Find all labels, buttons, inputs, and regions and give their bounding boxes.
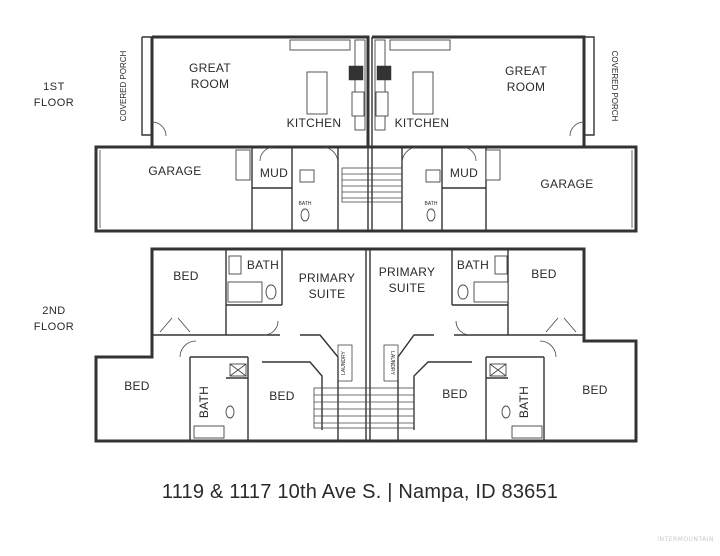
primary-suite-label-right-1: PRIMARY <box>379 265 436 279</box>
kitchen-label-left: KITCHEN <box>287 116 342 130</box>
first-floor-label-line2: FLOOR <box>34 97 74 109</box>
great-room-label-left-1: GREAT <box>189 61 231 75</box>
primary-suite-label-right-2: SUITE <box>389 281 426 295</box>
mud-bench <box>235 149 251 181</box>
tub-icon <box>227 281 263 303</box>
bath-label-1f-left: BATH <box>299 201 312 207</box>
bed-label-2f-right-center: BED <box>442 387 468 401</box>
second-floor-plan: 2ND FLOOR LAUNDRY LAUN <box>34 247 638 443</box>
sink-icon <box>228 255 242 275</box>
first-floor-label-line1: 1ST <box>43 81 65 93</box>
mud-label-right: MUD <box>450 166 478 180</box>
bath-label-2f-left-lower: BATH <box>197 386 211 418</box>
first-floor-stairs <box>341 167 403 203</box>
bed-label-2f-right-top: BED <box>531 267 557 281</box>
great-room-label-right-2: ROOM <box>507 80 546 94</box>
great-room-label-right-1: GREAT <box>505 64 547 78</box>
range-icon <box>348 65 364 81</box>
great-room-label-left-2: ROOM <box>191 77 230 91</box>
bath-label-2f-left-top: BATH <box>247 258 279 272</box>
bath-label-2f-right-top: BATH <box>457 258 489 272</box>
laundry-closet-left <box>337 344 353 382</box>
laundry-label-left: LAUNDRY <box>341 350 347 374</box>
laundry-label-right: LAUNDRY <box>389 351 395 375</box>
kitchen-label-right: KITCHEN <box>395 116 450 130</box>
fridge-icon <box>351 91 365 117</box>
covered-porch-label-right: COVERED PORCH <box>610 51 619 122</box>
first-floor-plan: 1ST FLOOR <box>34 35 638 233</box>
primary-suite-label-left-2: SUITE <box>309 287 346 301</box>
bed-label-2f-left-lower: BED <box>124 379 150 393</box>
laundry-closet-right <box>383 344 399 382</box>
bed-label-2f-left-center: BED <box>269 389 295 403</box>
covered-porch-label-left: COVERED PORCH <box>119 50 128 121</box>
bath-label-1f-right: BATH <box>425 201 438 207</box>
second-floor-label-line2: FLOOR <box>34 321 74 333</box>
watermark-text: INTERMOUNTAIN <box>657 536 714 543</box>
kitchen-island <box>306 71 328 115</box>
mud-label-left: MUD <box>260 166 288 180</box>
garage-label-right: GARAGE <box>540 177 593 191</box>
washer-icon <box>299 169 315 183</box>
bath-label-2f-right-lower: BATH <box>517 386 531 418</box>
address-caption: 1119 & 1117 10th Ave S. | Nampa, ID 8365… <box>161 481 559 503</box>
primary-suite-label-left-1: PRIMARY <box>299 271 356 285</box>
second-floor-stairs <box>313 387 415 429</box>
kitchen-counter <box>289 39 351 51</box>
tub-icon-lower <box>193 425 225 439</box>
bed-label-2f-right-lower: BED <box>582 383 608 397</box>
toilet-icon <box>300 208 310 222</box>
kitchen-counter-side <box>354 39 366 131</box>
bed-label-2f-left-top: BED <box>173 269 199 283</box>
floor-plan-drawing: 1ST FLOOR <box>34 35 638 443</box>
toilet-icon-2f <box>265 284 277 300</box>
second-floor-label-line1: 2ND <box>42 305 66 317</box>
garage-label-left: GARAGE <box>148 164 201 178</box>
